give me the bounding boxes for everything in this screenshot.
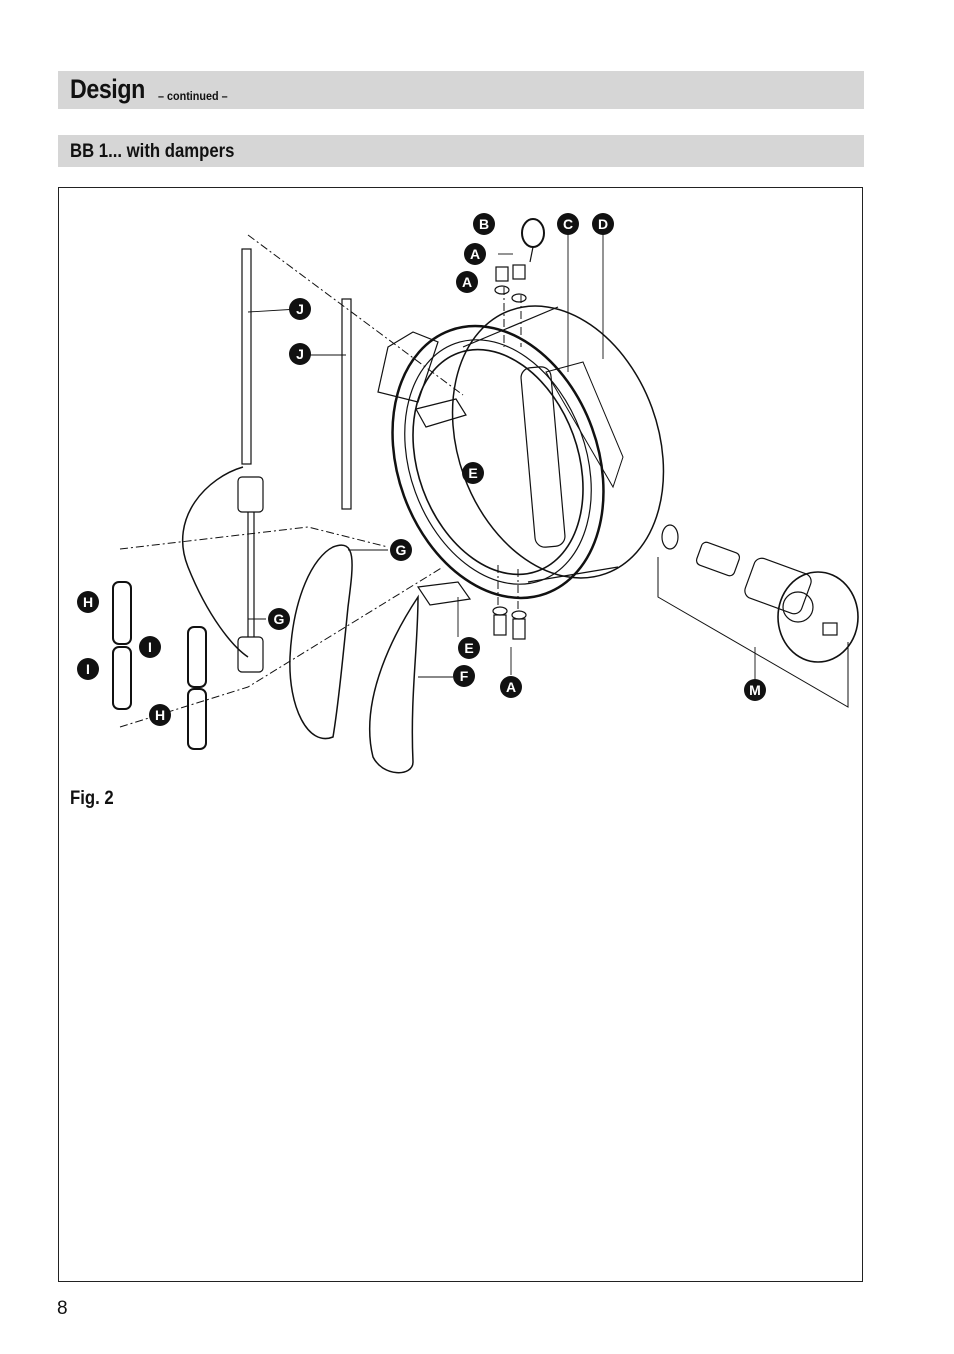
callout-M: M	[744, 679, 766, 701]
callout-J: J	[289, 343, 311, 365]
callout-G: G	[268, 608, 290, 630]
callout-F: F	[453, 665, 475, 687]
svg-text:I: I	[148, 639, 152, 655]
svg-text:H: H	[155, 707, 165, 723]
callout-G: G	[390, 539, 412, 561]
svg-text:A: A	[506, 679, 516, 695]
callout-D: D	[592, 213, 614, 235]
callout-B: B	[473, 213, 495, 235]
figure-frame	[58, 187, 863, 1282]
svg-text:G: G	[396, 542, 407, 558]
svg-text:C: C	[563, 216, 573, 232]
exploded-view-diagram: B C D A A J J E G G H I I H E F A M	[77, 213, 859, 774]
housing-front	[391, 324, 605, 600]
callout-H: H	[149, 704, 171, 726]
svg-text:M: M	[749, 682, 761, 698]
svg-text:I: I	[86, 661, 90, 677]
svg-text:A: A	[470, 246, 480, 262]
svg-text:E: E	[468, 465, 477, 481]
callout-C: C	[557, 213, 579, 235]
callout-A: A	[464, 243, 486, 265]
svg-text:B: B	[479, 216, 489, 232]
svg-text:G: G	[274, 611, 285, 627]
callout-I: I	[139, 636, 161, 658]
svg-text:A: A	[462, 274, 472, 290]
svg-text:D: D	[598, 216, 608, 232]
figure-caption: Fig. 2	[70, 788, 114, 809]
callout-A: A	[500, 676, 522, 698]
header-bar	[58, 71, 864, 109]
svg-text:E: E	[464, 640, 473, 656]
callout-A: A	[456, 271, 478, 293]
section-title: BB 1... with dampers	[70, 141, 235, 162]
page-title: Design	[70, 74, 145, 104]
svg-text:J: J	[296, 346, 304, 362]
callout-J: J	[289, 298, 311, 320]
callout-H: H	[77, 591, 99, 613]
page-number: 8	[57, 1298, 68, 1319]
svg-text:J: J	[296, 301, 304, 317]
section-bar	[58, 135, 864, 167]
page-subtitle: – continued –	[158, 89, 228, 103]
callout-E: E	[458, 637, 480, 659]
svg-text:H: H	[83, 594, 93, 610]
callout-E: E	[462, 462, 484, 484]
callout-I: I	[77, 658, 99, 680]
svg-text:F: F	[460, 668, 469, 684]
